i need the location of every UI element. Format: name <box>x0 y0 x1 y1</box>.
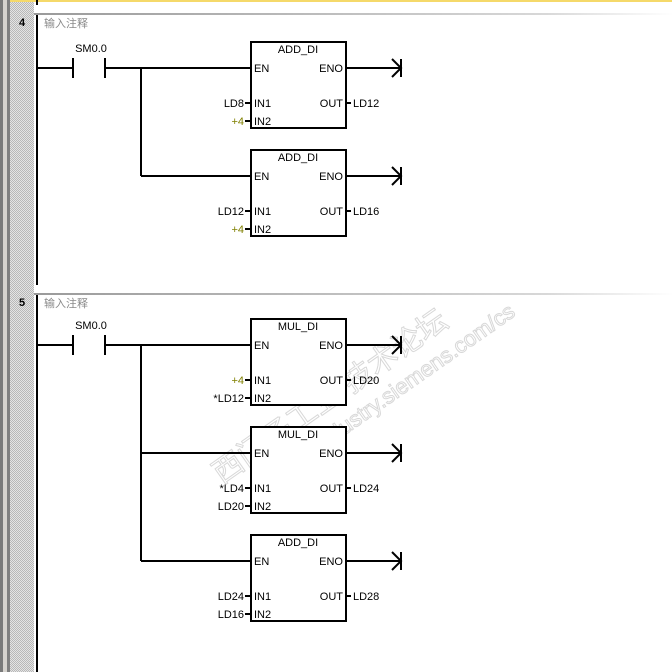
box-title: MUL_DI <box>278 429 318 441</box>
out-operand[interactable]: LD12 <box>353 98 379 110</box>
pin-out: OUT <box>320 206 344 218</box>
out-operand[interactable]: LD20 <box>353 375 379 387</box>
arrow-icon <box>391 58 403 78</box>
contact-normally-open[interactable]: SM0.0 <box>72 320 107 355</box>
in2-operand[interactable]: +4 <box>231 116 244 128</box>
pin-en: EN <box>254 448 269 460</box>
pin-in2: IN2 <box>254 501 271 513</box>
top-border <box>10 0 672 2</box>
box-frame[interactable] <box>250 318 347 406</box>
arrow-icon <box>391 443 403 463</box>
box-frame[interactable] <box>250 534 347 622</box>
out-operand[interactable]: LD24 <box>353 483 379 495</box>
pin-en: EN <box>254 63 269 75</box>
arrow-icon <box>391 335 403 355</box>
pin-eno: ENO <box>319 63 343 75</box>
pin-eno: ENO <box>319 171 343 183</box>
box-title: ADD_DI <box>278 44 318 56</box>
pin-in2: IN2 <box>254 116 271 128</box>
pin-in1: IN1 <box>254 375 271 387</box>
box-frame[interactable] <box>250 41 347 129</box>
gutter-edge <box>0 0 3 672</box>
network-comment[interactable]: 输入注释 <box>44 296 88 310</box>
box-frame[interactable] <box>250 149 347 237</box>
pin-in2: IN2 <box>254 393 271 405</box>
in1-operand[interactable]: +4 <box>231 375 244 387</box>
pin-eno: ENO <box>319 448 343 460</box>
pin-en: EN <box>254 556 269 568</box>
pin-en: EN <box>254 340 269 352</box>
gutter-strip <box>3 0 7 672</box>
in1-operand[interactable]: LD24 <box>218 591 244 603</box>
arrow-icon <box>391 551 403 571</box>
contact-address: SM0.0 <box>75 43 107 55</box>
box-frame[interactable] <box>250 426 347 514</box>
in1-operand[interactable]: LD12 <box>218 206 244 218</box>
pin-eno: ENO <box>319 340 343 352</box>
in2-operand[interactable]: LD20 <box>218 501 244 513</box>
pin-in2: IN2 <box>254 224 271 236</box>
arrow-icon <box>391 166 403 186</box>
pin-in1: IN1 <box>254 483 271 495</box>
out-operand[interactable]: LD16 <box>353 206 379 218</box>
in1-operand[interactable]: *LD4 <box>220 483 244 495</box>
in2-operand[interactable]: *LD12 <box>213 393 244 405</box>
pin-in2: IN2 <box>254 609 271 621</box>
box-title: ADD_DI <box>278 152 318 164</box>
in1-operand[interactable]: LD8 <box>224 98 244 110</box>
pin-out: OUT <box>320 375 344 387</box>
network-comment[interactable]: 输入注释 <box>44 16 88 30</box>
pin-en: EN <box>254 171 269 183</box>
network-number: 5 <box>19 297 25 309</box>
gutter-hatch <box>10 0 34 672</box>
network-number: 4 <box>19 17 26 29</box>
pin-out: OUT <box>320 591 344 603</box>
pin-in1: IN1 <box>254 591 271 603</box>
box-title: ADD_DI <box>278 537 318 549</box>
pin-eno: ENO <box>319 556 343 568</box>
contact-normally-open[interactable]: SM0.0 <box>72 43 107 78</box>
contact-address: SM0.0 <box>75 320 107 332</box>
in2-operand[interactable]: LD16 <box>218 609 244 621</box>
pin-out: OUT <box>320 483 344 495</box>
box-title: MUL_DI <box>278 321 318 333</box>
in2-operand[interactable]: +4 <box>231 224 244 236</box>
pin-out: OUT <box>320 98 344 110</box>
out-operand[interactable]: LD28 <box>353 591 379 603</box>
pin-in1: IN1 <box>254 98 271 110</box>
pin-in1: IN1 <box>254 206 271 218</box>
network-separator <box>34 13 672 15</box>
network-separator <box>34 293 672 295</box>
gutter-edge <box>7 0 10 672</box>
